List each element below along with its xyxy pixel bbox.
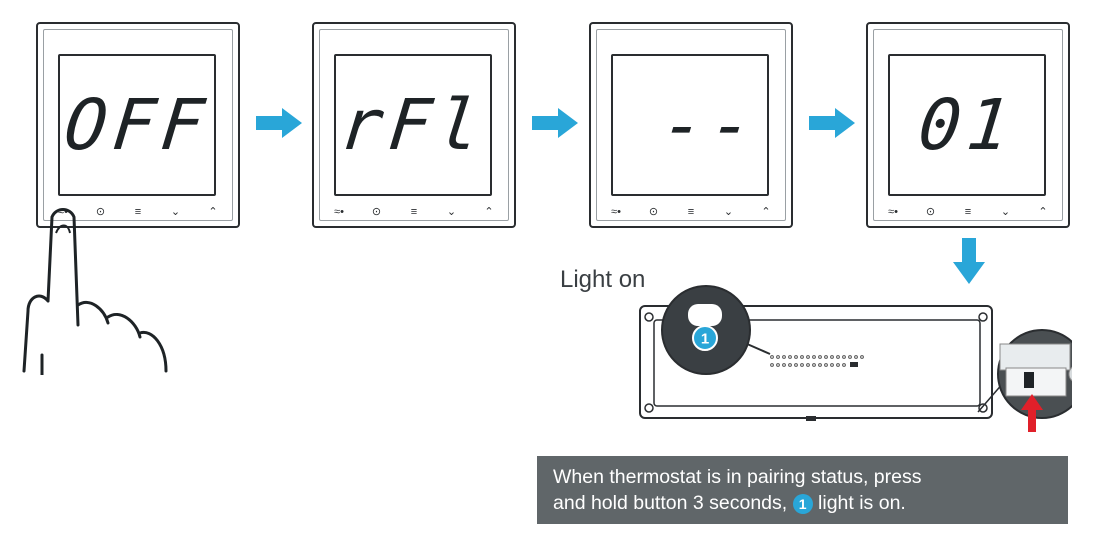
power-icon[interactable]: ⊙ — [648, 206, 659, 218]
display-text: OFF — [60, 84, 214, 166]
menu-icon[interactable]: ≡ — [687, 206, 695, 218]
instruction-caption: When thermostat is in pairing status, pr… — [537, 456, 1068, 524]
thermostat-bezel — [596, 29, 786, 221]
menu-icon[interactable]: ≡ — [410, 206, 418, 218]
chevron-down-icon[interactable]: ⌄ — [1000, 206, 1011, 218]
button-row: ≈• ⊙ ≡ ⌄ ⌃ — [882, 204, 1054, 220]
indicator-badge-number: 1 — [792, 493, 813, 514]
wifi-icon[interactable]: ≈• — [334, 206, 344, 218]
caption-line-2-start: and hold button 3 seconds, — [553, 492, 788, 514]
button-row: ≈• ⊙ ≡ ⌄ ⌃ — [52, 204, 224, 220]
power-icon[interactable]: ⊙ — [95, 206, 106, 218]
thermostat-bezel — [319, 29, 509, 221]
chevron-up-icon[interactable]: ⌃ — [484, 206, 494, 218]
button-row: ≈• ⊙ ≡ ⌄ ⌃ — [328, 204, 500, 220]
thermostat-bezel — [873, 29, 1063, 221]
hand-icon — [22, 208, 168, 375]
light-on-label: Light on — [560, 266, 646, 293]
wifi-icon[interactable]: ≈• — [888, 206, 898, 218]
thermostat-screen: rFl — [334, 54, 492, 196]
thermostat-screen: OFF — [58, 54, 216, 196]
chevron-up-icon[interactable]: ⌃ — [208, 206, 218, 218]
caption-line-1: When thermostat is in pairing status, pr… — [553, 466, 922, 488]
indicator-badge — [692, 325, 718, 351]
button-row: ≈• ⊙ ≡ ⌄ ⌃ — [605, 204, 777, 220]
wifi-icon[interactable]: ≈• — [611, 206, 621, 218]
thermostat-01: 01 ≈• ⊙ ≡ ⌄ ⌃ — [866, 22, 1070, 228]
flow-arrow-right-icon — [809, 108, 855, 138]
press-arrow-icon — [1021, 394, 1043, 432]
power-icon[interactable]: ⊙ — [371, 206, 382, 218]
chevron-up-icon[interactable]: ⌃ — [1038, 206, 1048, 218]
thermostat-rfl: rFl ≈• ⊙ ≡ ⌄ ⌃ — [312, 22, 516, 228]
wifi-icon[interactable]: ≈• — [58, 206, 68, 218]
indicator-badge-number: 1 — [701, 331, 709, 348]
thermostat-dash: -- ≈• ⊙ ≡ ⌄ ⌃ — [589, 22, 793, 228]
chevron-up-icon[interactable]: ⌃ — [761, 206, 771, 218]
flow-arrow-down-icon — [953, 238, 985, 284]
flow-arrow-right-icon — [532, 108, 578, 138]
caption-line-2-end: light is on. — [818, 492, 906, 514]
power-icon[interactable]: ⊙ — [925, 206, 936, 218]
receiver-device: 1 — [639, 285, 1072, 432]
chevron-down-icon[interactable]: ⌄ — [170, 206, 181, 218]
thermostat-screen: 01 — [888, 54, 1046, 196]
chevron-down-icon[interactable]: ⌄ — [723, 206, 734, 218]
thermostat-screen: -- — [611, 54, 769, 196]
thermostat-off: OFF ≈• ⊙ ≡ ⌄ ⌃ — [36, 22, 240, 228]
menu-icon[interactable]: ≡ — [964, 206, 972, 218]
chevron-down-icon[interactable]: ⌄ — [446, 206, 457, 218]
caption-line-2: and hold button 3 seconds, 1 light is on… — [553, 490, 1056, 516]
display-text: 01 — [914, 84, 1020, 166]
menu-icon[interactable]: ≡ — [134, 206, 142, 218]
display-text: -- — [657, 84, 763, 166]
display-text: rFl — [336, 84, 490, 166]
flow-arrow-right-icon — [256, 108, 302, 138]
thermostat-bezel — [43, 29, 233, 221]
